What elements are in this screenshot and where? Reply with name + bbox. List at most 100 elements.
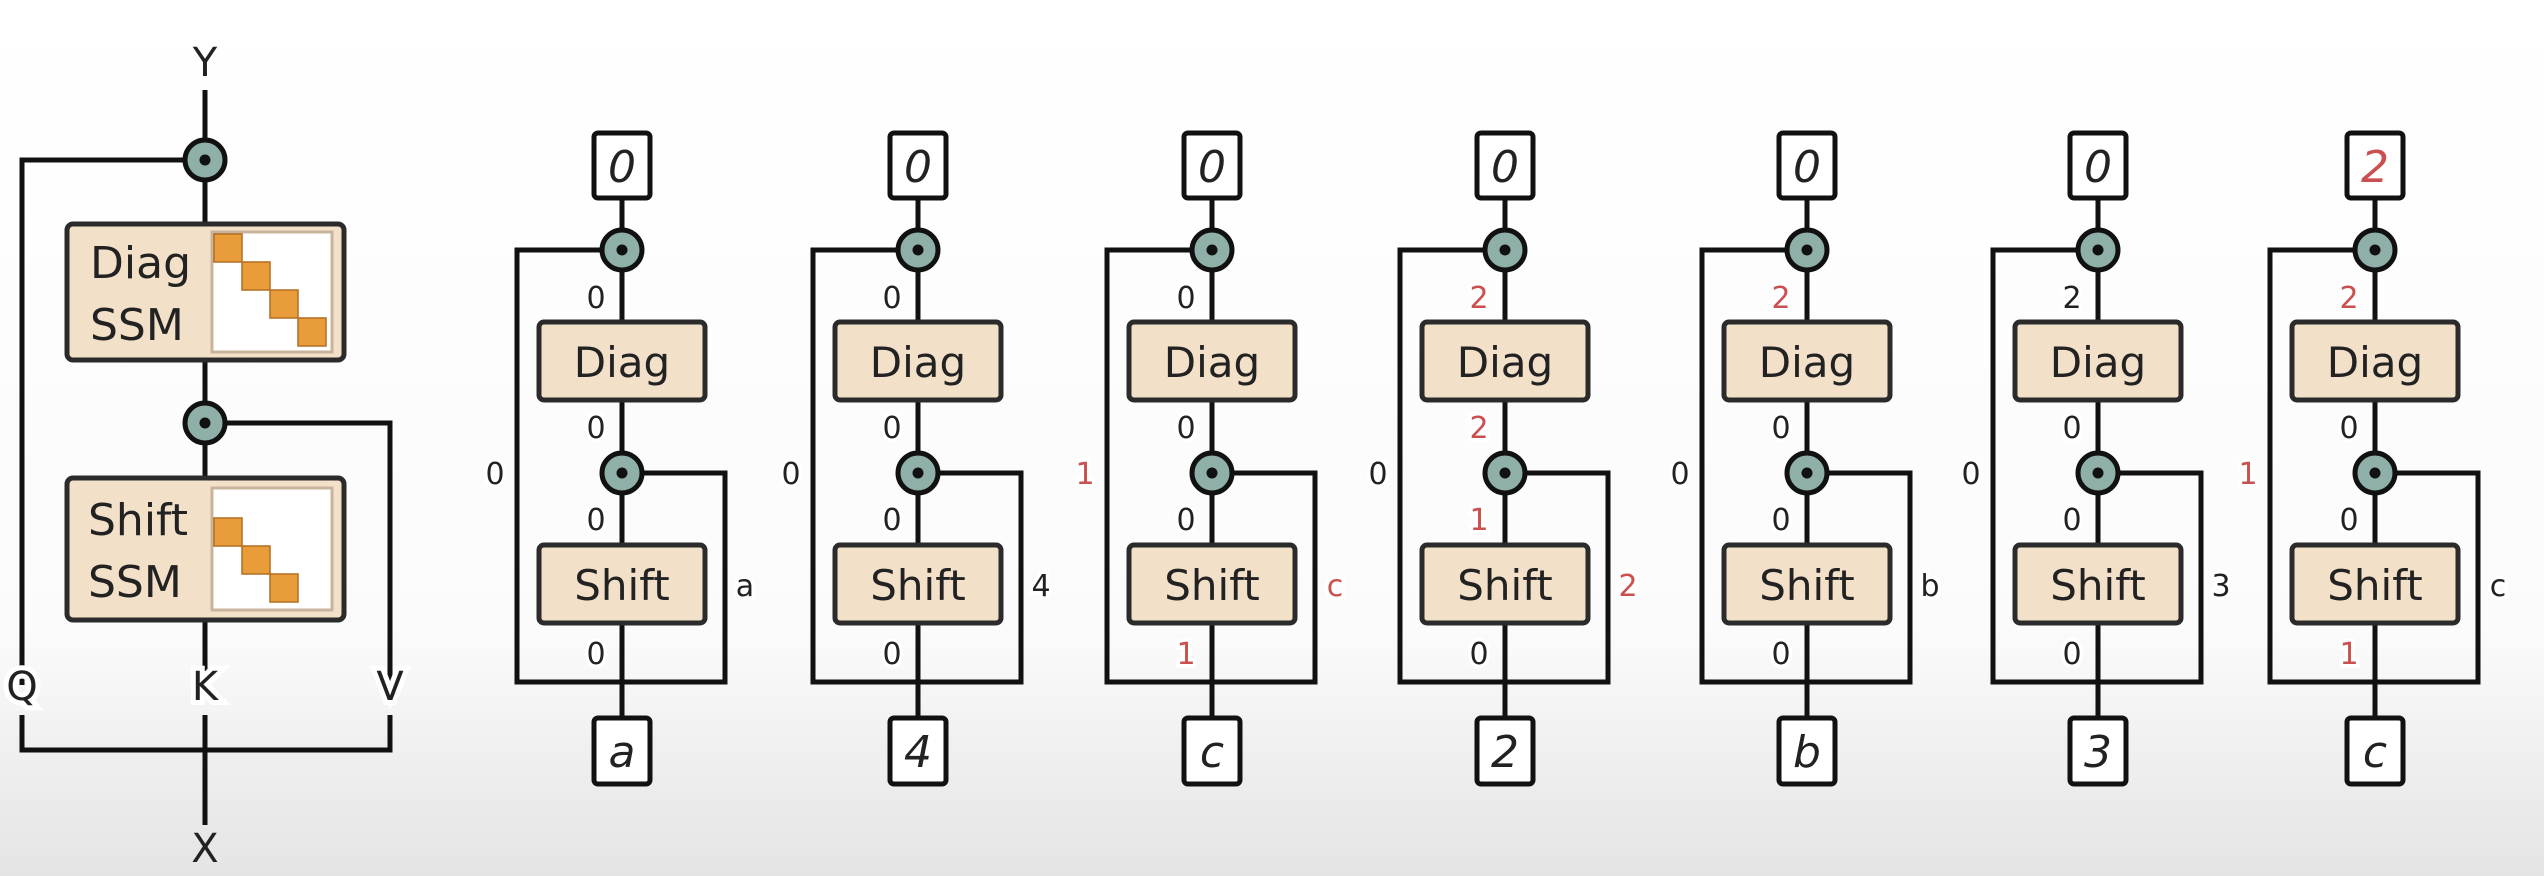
step-diag-label: Diag — [870, 338, 966, 387]
step-top-multiply-node-dot — [912, 244, 924, 256]
step-shift-output-value: 0 — [1771, 637, 1790, 672]
step-mid-multiply-node-dot — [1499, 467, 1511, 479]
step-output-box — [887, 130, 949, 201]
value-label-v: V — [376, 664, 404, 710]
overview-diagram: Diag SSM Shift SSM Y X Q K V — [1, 40, 409, 872]
shift-ssm-label-line2: SSM — [88, 557, 182, 608]
step-diag-box — [2012, 319, 2184, 403]
step-output-box — [1181, 130, 1243, 201]
step-query-value: 0 — [1670, 457, 1689, 492]
step-input-box — [1181, 715, 1243, 787]
step-query-value: 0 — [1961, 457, 1980, 492]
step-value-value: b — [1920, 569, 1939, 604]
step-diag-label: Diag — [2050, 338, 2146, 387]
step-diag-label: Diag — [1457, 338, 1553, 387]
step-diag-output-value: 0 — [586, 411, 605, 446]
step-value-value: 2 — [1618, 569, 1637, 604]
step-shift-input-value: 1 — [1469, 503, 1488, 538]
step-query-value: 0 — [1368, 457, 1387, 492]
step-diag-input-value: 0 — [882, 281, 901, 316]
step-input-value: 3 — [2084, 727, 2112, 778]
step-mid-multiply-node-dot — [2092, 467, 2104, 479]
diag-ssm-label-line1: Diag — [90, 238, 191, 289]
step-diag-output-value: 0 — [1176, 411, 1195, 446]
step-diag-input-value: 0 — [1176, 281, 1195, 316]
step-input-value: a — [609, 727, 636, 778]
step-shift-box — [832, 542, 1004, 626]
step-mid-multiply-node-dot — [912, 467, 924, 479]
step-shift-output-value: 1 — [1176, 637, 1195, 672]
step-mid-multiply-node-dot — [2369, 467, 2381, 479]
overview-mid-node-dot — [199, 417, 211, 429]
step-shift-label: Shift — [870, 561, 965, 610]
step-shift-output-value: 1 — [2339, 637, 2358, 672]
step-diag-box — [2289, 319, 2461, 403]
step-diag-label: Diag — [2327, 338, 2423, 387]
step-input-value: 2 — [1491, 727, 1519, 778]
step-output-value: 0 — [2084, 142, 2112, 193]
step-input-box — [2344, 715, 2406, 787]
step-top-multiply-node-dot — [1206, 244, 1218, 256]
step-input-box — [1474, 715, 1536, 787]
step-input-value: c — [1200, 727, 1224, 778]
step-shift-input-value: 0 — [1176, 503, 1195, 538]
step-mid-multiply-node-dot — [616, 467, 628, 479]
input-label-x: X — [191, 826, 218, 872]
step-input-box — [2067, 715, 2129, 787]
step-input-box — [1776, 715, 1838, 787]
step-shift-label: Shift — [2050, 561, 2145, 610]
step-diag-label: Diag — [1164, 338, 1260, 387]
step-top-multiply-node-dot — [1801, 244, 1813, 256]
step-diag-output-value: 0 — [2339, 411, 2358, 446]
step-shift-box — [2289, 542, 2461, 626]
step-input-value: c — [2363, 727, 2387, 778]
step-shift-label: Shift — [2327, 561, 2422, 610]
step-diag-label: Diag — [574, 338, 670, 387]
step-query-value: 0 — [781, 457, 800, 492]
step-top-multiply-node-dot — [2092, 244, 2104, 256]
step-output-value: 0 — [1198, 142, 1226, 193]
step-top-multiply-node-dot — [616, 244, 628, 256]
step-diag-output-value: 0 — [1771, 411, 1790, 446]
diag-ssm-label-line2: SSM — [90, 300, 184, 351]
step-diag-output-value: 0 — [2062, 411, 2081, 446]
step-input-value: b — [1793, 727, 1821, 778]
step-output-value: 0 — [1793, 142, 1821, 193]
step-shift-label: Shift — [1457, 561, 1552, 610]
step-output-value: 0 — [904, 142, 932, 193]
step-query-value: 0 — [485, 457, 504, 492]
step-diag-box — [1721, 319, 1893, 403]
step-diag-input-value: 0 — [586, 281, 605, 316]
step-shift-box — [536, 542, 708, 626]
step-shift-box — [2012, 542, 2184, 626]
query-label-q: Q — [6, 664, 37, 710]
step-shift-box — [1419, 542, 1591, 626]
step-diag-input-value: 2 — [2062, 281, 2081, 316]
step-output-box — [2344, 130, 2406, 201]
step-input-value: 4 — [904, 727, 932, 778]
step-shift-input-value: 0 — [882, 503, 901, 538]
step-output-value: 2 — [2361, 142, 2389, 193]
step-output-value: 0 — [1491, 142, 1519, 193]
key-label-k: K — [192, 664, 220, 710]
step-output-box — [591, 130, 653, 201]
step-top-multiply-node-dot — [1499, 244, 1511, 256]
step-diag-input-value: 2 — [1771, 281, 1790, 316]
step-shift-box — [1126, 542, 1298, 626]
step-query-value: 1 — [1075, 457, 1094, 492]
step-output-box — [2067, 130, 2129, 201]
shift-ssm-label-line1: Shift — [88, 495, 188, 546]
output-label-y: Y — [192, 40, 218, 86]
step-value-value: 4 — [1031, 569, 1050, 604]
step-diag-label: Diag — [1759, 338, 1855, 387]
step-shift-input-value: 0 — [2339, 503, 2358, 538]
diag-ssm-block: Diag SSM — [64, 221, 347, 363]
step-diag-input-value: 2 — [1469, 281, 1488, 316]
step-shift-input-value: 0 — [586, 503, 605, 538]
step-value-value: 3 — [2211, 569, 2230, 604]
